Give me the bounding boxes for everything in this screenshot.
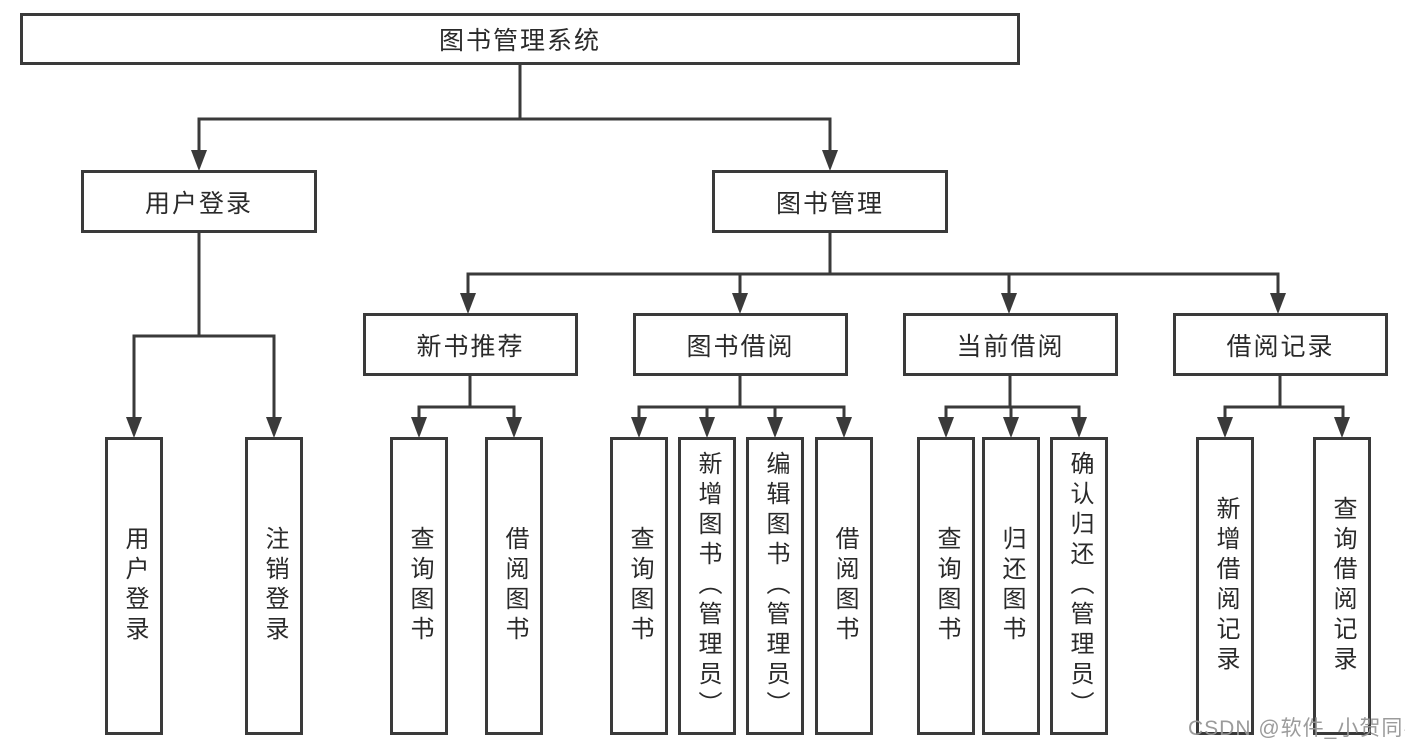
arrowhead-icon bbox=[1001, 293, 1017, 314]
arrowhead-icon bbox=[191, 150, 207, 171]
leaf-add-borrow-record: 新增借阅记录 bbox=[1196, 437, 1254, 735]
leaf-add-books-admin: 新增图书（管理员） bbox=[678, 437, 736, 735]
node-book-management: 图书管理 bbox=[712, 170, 948, 233]
node-book-borrowing: 图书借阅 bbox=[633, 313, 848, 376]
leaf-user-login: 用户登录 bbox=[105, 437, 163, 735]
arrowhead-icon bbox=[506, 417, 522, 438]
leaf-borrow-books: 借阅图书 bbox=[815, 437, 873, 735]
arrowhead-icon bbox=[1217, 417, 1233, 438]
arrowhead-icon bbox=[767, 417, 783, 438]
node-user-login-module: 用户登录 bbox=[81, 170, 317, 233]
csdn-watermark: CSDN @软件_小贺同学 bbox=[1188, 717, 1405, 740]
arrowhead-icon bbox=[836, 417, 852, 438]
arrowhead-icon bbox=[411, 417, 427, 438]
leaf-edit-books-admin: 编辑图书（管理员） bbox=[746, 437, 804, 735]
leaf-recommend-query-books: 查询图书 bbox=[390, 437, 448, 735]
leaf-borrow-query-books: 查询图书 bbox=[610, 437, 668, 735]
arrowhead-icon bbox=[938, 417, 954, 438]
leaf-logout: 注销登录 bbox=[245, 437, 303, 735]
arrowhead-icon bbox=[1270, 293, 1286, 314]
arrowhead-icon bbox=[822, 150, 838, 171]
leaf-query-borrow-record: 查询借阅记录 bbox=[1313, 437, 1371, 735]
node-borrowing-records: 借阅记录 bbox=[1173, 313, 1388, 376]
leaf-current-query-books: 查询图书 bbox=[917, 437, 975, 735]
leaf-recommend-borrow-books: 借阅图书 bbox=[485, 437, 543, 735]
arrowhead-icon bbox=[126, 417, 142, 438]
arrowhead-icon bbox=[699, 417, 715, 438]
node-new-book-recommend: 新书推荐 bbox=[363, 313, 578, 376]
arrowhead-icon bbox=[631, 417, 647, 438]
node-root-system: 图书管理系统 bbox=[20, 13, 1020, 65]
arrowhead-icon bbox=[1071, 417, 1087, 438]
arrowhead-icon bbox=[266, 417, 282, 438]
leaf-return-books: 归还图书 bbox=[982, 437, 1040, 735]
leaf-confirm-return-admin: 确认归还（管理员） bbox=[1050, 437, 1108, 735]
arrowhead-icon bbox=[460, 293, 476, 314]
arrowhead-icon bbox=[1003, 417, 1019, 438]
arrowhead-icon bbox=[732, 293, 748, 314]
node-current-borrowing: 当前借阅 bbox=[903, 313, 1118, 376]
arrowhead-icon bbox=[1334, 417, 1350, 438]
